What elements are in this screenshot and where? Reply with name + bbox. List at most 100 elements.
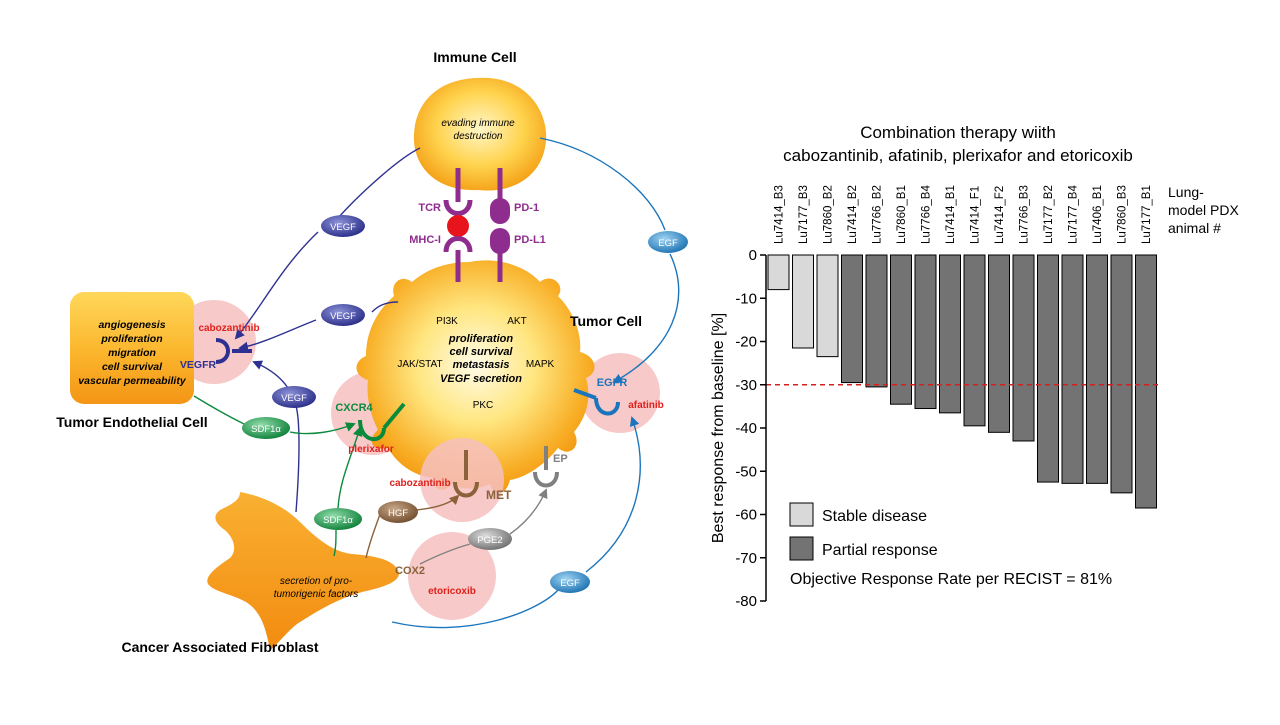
- legend-label-stable: Stable disease: [822, 508, 927, 525]
- egf-bottom-label: EGF: [560, 578, 580, 589]
- pge2-arrow: [509, 488, 548, 535]
- ep-label: EP: [553, 453, 568, 465]
- endo-text-3: migration: [108, 347, 156, 359]
- bar-Lu7177_B2: [1037, 254, 1059, 483]
- sdf1a-bottom-line: [333, 529, 337, 557]
- category-label-7: Lu7414_B1: [945, 185, 957, 244]
- fibroblast-body: [207, 492, 399, 650]
- y-tick-label-8: -80: [735, 593, 757, 610]
- bar-Lu7860_B1: [890, 254, 912, 405]
- category-label-13: Lu7406_B1: [1092, 185, 1104, 244]
- tumor-function-4: VEGF secretion: [440, 373, 522, 385]
- category-label-2: Lu7860_B2: [823, 185, 835, 244]
- chart-title-line-2: cabozantinib, afatinib, plerixafor and e…: [783, 146, 1133, 165]
- chart-title-line-1: Combination therapy wiith: [860, 123, 1056, 142]
- egfr-stalk: [573, 388, 597, 400]
- tcr-label: TCR: [418, 202, 441, 214]
- immune-text-1: evading immune: [441, 118, 515, 129]
- category-label-14: Lu7860_B3: [1117, 185, 1129, 244]
- bar-Lu7406_B1: [1086, 254, 1108, 484]
- bar-Lu7860_B3: [1110, 254, 1133, 494]
- egf-bottom-line: [391, 589, 559, 629]
- endo-text-4: cell survival: [102, 361, 163, 373]
- category-header-3: animal #: [1168, 220, 1221, 236]
- drug-cabozantinib-vegfr: cabozantinib: [198, 323, 259, 334]
- drug-etoricoxib: etoricoxib: [428, 586, 476, 597]
- ep-receptor-icon: [533, 471, 559, 488]
- pd1-receptor-icon: [490, 198, 510, 224]
- vegf-mid-line: [371, 301, 399, 313]
- y-tick-label-1: -10: [735, 290, 757, 307]
- pathway-pkc: PKC: [473, 400, 494, 411]
- tumor-cell-title: Tumor Cell: [570, 313, 642, 329]
- pge2-label: PGE2: [477, 535, 502, 546]
- vegf-top-label: VEGF: [330, 222, 356, 233]
- bar-Lu7414_F2: [988, 254, 1010, 433]
- drug-afatinib: afatinib: [628, 400, 664, 411]
- category-label-3: Lu7414_B2: [847, 185, 859, 244]
- ligand-vegf-low: VEGF: [272, 386, 316, 408]
- y-tick-label-4: -40: [735, 420, 757, 437]
- response-rate-annotation: Objective Response Rate per RECIST = 81%: [790, 571, 1112, 588]
- bar-Lu7177_B4: [1061, 254, 1084, 484]
- ligand-sdf1a-left: SDF1α: [242, 417, 290, 439]
- sdf1a-bottom-label: SDF1α: [323, 515, 353, 526]
- endo-text-2: proliferation: [100, 333, 162, 345]
- fibroblast-title: Cancer Associated Fibroblast: [121, 639, 318, 655]
- y-axis-label: Best response from baseline [%]: [710, 313, 727, 543]
- bar-Lu7177_B1: [1135, 254, 1157, 509]
- category-label-0: Lu7414_B3: [774, 185, 786, 244]
- bar-Lu7766_B2: [865, 254, 888, 388]
- bar-Lu7414_F1: [963, 254, 986, 427]
- fibro-text-1: secretion of pro-: [280, 576, 353, 587]
- ligand-egf-bottom: EGF: [550, 571, 590, 593]
- category-label-6: Lu7766_B4: [921, 185, 933, 244]
- egfr-label: EGFR: [597, 377, 628, 389]
- category-label-11: Lu7177_B2: [1043, 185, 1055, 244]
- endo-text-1: angiogenesis: [98, 319, 165, 331]
- immune-text-2: destruction: [454, 131, 503, 142]
- antigen-icon: [447, 215, 469, 237]
- legend-swatch-partial: [789, 536, 814, 561]
- sdf1a-bottom-arrow: [337, 426, 363, 509]
- vegfr-label: VEGFR: [180, 359, 217, 371]
- endo-text-5: vascular permeability: [78, 375, 187, 387]
- category-label-9: Lu7414_F2: [994, 186, 1006, 244]
- pathway-akt: AKT: [507, 316, 526, 327]
- met-receptor-icon: [453, 481, 479, 498]
- cxcr4-stalk: [382, 402, 406, 430]
- y-tick-label-6: -60: [735, 507, 757, 524]
- immune-synapse: [443, 168, 510, 282]
- vegf-low-line: [295, 405, 300, 513]
- y-tick-label-7: -70: [735, 550, 757, 567]
- vegf-top-line: [334, 147, 421, 223]
- tumor-cell-body: [356, 260, 595, 494]
- ligand-vegf-mid: VEGF: [321, 304, 365, 326]
- sdf1a-left-line: [193, 395, 245, 425]
- endothelial-cell-body: [70, 292, 194, 404]
- y-axis-ticks: 0-10-20-30-40-50-60-70-80: [735, 247, 766, 610]
- pathway-pi3k: PI3K: [436, 316, 458, 327]
- egfr-drug-circle: [580, 353, 660, 433]
- vegf-low-arrow: [252, 360, 289, 389]
- egf-top-arrow: [612, 253, 680, 383]
- ligand-vegf-top: VEGF: [321, 215, 365, 237]
- category-label-12: Lu7177_B4: [1068, 185, 1080, 244]
- category-label-8: Lu7414_F1: [970, 186, 982, 244]
- category-label-4: Lu7766_B2: [872, 185, 884, 244]
- egfr-receptor-icon: [594, 397, 620, 416]
- tumor-function-1: proliferation: [448, 333, 513, 345]
- y-tick-label-0: 0: [749, 247, 757, 264]
- y-tick-label-2: -20: [735, 334, 757, 351]
- mhc-cup-icon: [443, 236, 473, 253]
- vegf-mid-label: VEGF: [330, 311, 356, 322]
- sdf1a-left-label: SDF1α: [251, 424, 281, 435]
- ligand-sdf1a-bottom: SDF1α: [314, 508, 362, 530]
- category-label-1: Lu7177_B3: [798, 185, 810, 244]
- category-header-2: model PDX: [1168, 202, 1239, 218]
- hgf-label: HGF: [388, 508, 408, 519]
- pdl1-receptor-icon: [490, 228, 510, 254]
- ligand-hgf: HGF: [378, 501, 418, 523]
- met-label: MET: [486, 488, 512, 502]
